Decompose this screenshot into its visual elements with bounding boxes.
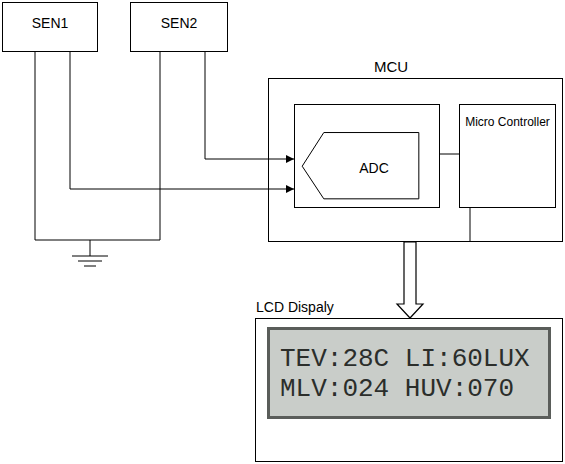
ground-wire [35,52,160,240]
adc-symbol [302,133,419,199]
lcd-readout: TEV:28C LI:60LUX [280,344,538,374]
box-label: SEN1 [7,15,93,32]
ground-symbol [84,266,96,267]
bus-arrow [397,242,423,318]
lcd-display: TEV:28C LI:60LUXMLV:024 HUV:070LCD Dispa… [255,318,563,462]
internal-bus-wire [470,207,471,242]
sensor-box: SEN1 [2,2,98,52]
adc-symbol [295,105,439,207]
lcd-screen: TEV:28C LI:60LUXMLV:024 HUV:070 [267,327,551,419]
ground-symbol [78,261,102,262]
heading-label: LCD Dispaly [256,299,334,316]
heading-label: MCU [374,58,408,76]
signal-wire [205,52,294,159]
lcd-readout: MLV:024 HUV:070 [280,374,538,404]
box-label: SEN2 [135,15,223,32]
signal-wire [440,154,459,155]
microcontroller-box: Micro Controller [459,104,556,208]
box-label: ADC [359,160,389,177]
ground-wire [90,240,91,256]
box-label: Micro Controller [464,115,551,129]
adc-block: ADC [294,104,440,208]
sensor-box: SEN2 [130,2,228,52]
ground-symbol [72,256,108,257]
signal-wire [70,52,294,189]
mcu-box: ADCMicro ControllerMCU [268,78,563,242]
